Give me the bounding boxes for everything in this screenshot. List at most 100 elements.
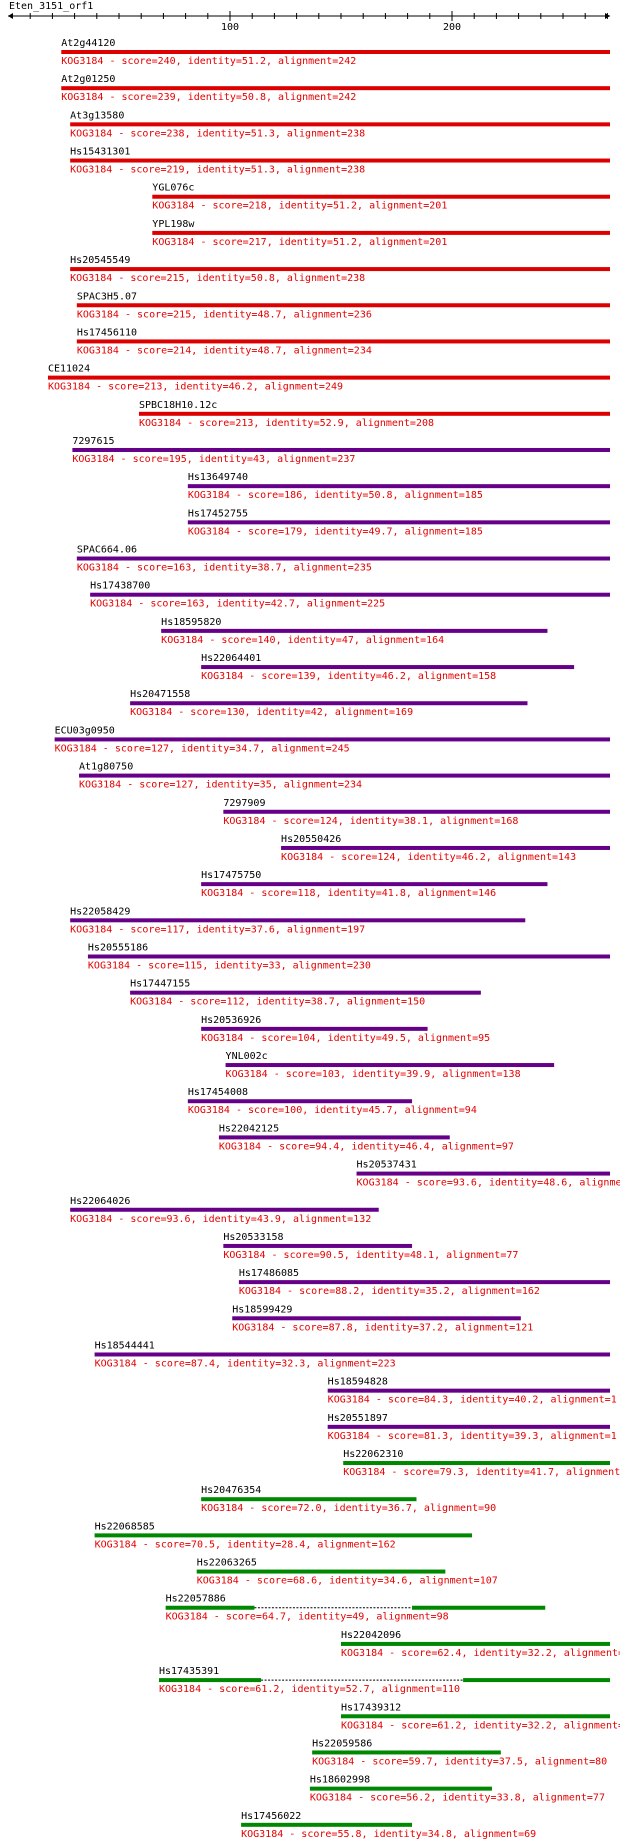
hit-name: Hs20551897 [328, 1413, 388, 1424]
hit-summary: KOG3184 - score=214, identity=48.7, alig… [77, 345, 372, 356]
hit-identity: 51.2 [333, 201, 357, 212]
hit-alignment: 90 [484, 1503, 496, 1514]
hit-identity: 47 [342, 635, 354, 646]
hit-identity: 46.2 [382, 671, 406, 682]
hit-identity: 46.4 [406, 1141, 430, 1152]
hit-identity: 41.7 [530, 1467, 554, 1478]
hit-bar [70, 158, 610, 163]
hit-alignment: 234 [354, 345, 372, 356]
hit-score: 117 [167, 924, 185, 935]
hit-identity: 48.7 [257, 309, 281, 320]
hit-identity: 50.8 [251, 273, 275, 284]
hit-bar [94, 1533, 472, 1538]
hit-summary: KOG3184 - score=195, identity=43, alignm… [72, 454, 355, 465]
hit-kog: KOG3184 [343, 1467, 385, 1478]
hit-name: Hs18544441 [95, 1340, 155, 1351]
hit-score: 115 [184, 961, 202, 972]
hit-alignment: 94 [465, 1105, 477, 1116]
hit-summary: KOG3184 - score=127, identity=35, alignm… [79, 780, 362, 791]
hit-score: 56.2 [406, 1793, 430, 1804]
hit-alignment: 238 [347, 128, 365, 139]
hit-summary: KOG3184 - score=55.8, identity=34.8, ali… [241, 1829, 536, 1840]
hit-bar [70, 267, 610, 272]
hit-alignment: 164 [426, 635, 444, 646]
hit-name: CE11024 [48, 364, 90, 375]
hit-summary: KOG3184 - score=130, identity=42, alignm… [130, 707, 413, 718]
hit-summary: KOG3184 - score=59.7, identity=37.5, ali… [312, 1756, 607, 1767]
hit-summary: KOG3184 - score=179, identity=49.7, alig… [188, 526, 483, 537]
hit-summary: KOG3184 - score=239, identity=50.8, alig… [61, 92, 356, 103]
hit-alignment: 121 [515, 1322, 533, 1333]
hit-identity: 49 [352, 1612, 364, 1623]
hit-score: 238 [167, 128, 185, 139]
hit-score: 240 [158, 56, 176, 67]
hit-identity: 52.7 [346, 1684, 370, 1695]
query-title: Eten_3151_orf1 [9, 1, 93, 12]
hit-name: At2g44120 [61, 38, 115, 49]
hit-name: Hs22064026 [70, 1196, 130, 1207]
hit-bar [201, 665, 575, 670]
hit-summary: KOG3184 - score=61.2, identity=32.2, ali… [341, 1720, 620, 1731]
hit-bar [70, 122, 610, 127]
hit-bar [225, 1063, 555, 1068]
hit-identity: 42.7 [271, 599, 295, 610]
hit-score: 55.8 [337, 1829, 361, 1840]
hit-score: 219 [167, 165, 185, 176]
hit-score: 140 [258, 635, 276, 646]
hit-summary: KOG3184 - score=88.2, identity=35.2, ali… [239, 1286, 540, 1297]
hit-kog: KOG3184 [95, 1358, 137, 1369]
hit-bar [196, 1569, 446, 1574]
